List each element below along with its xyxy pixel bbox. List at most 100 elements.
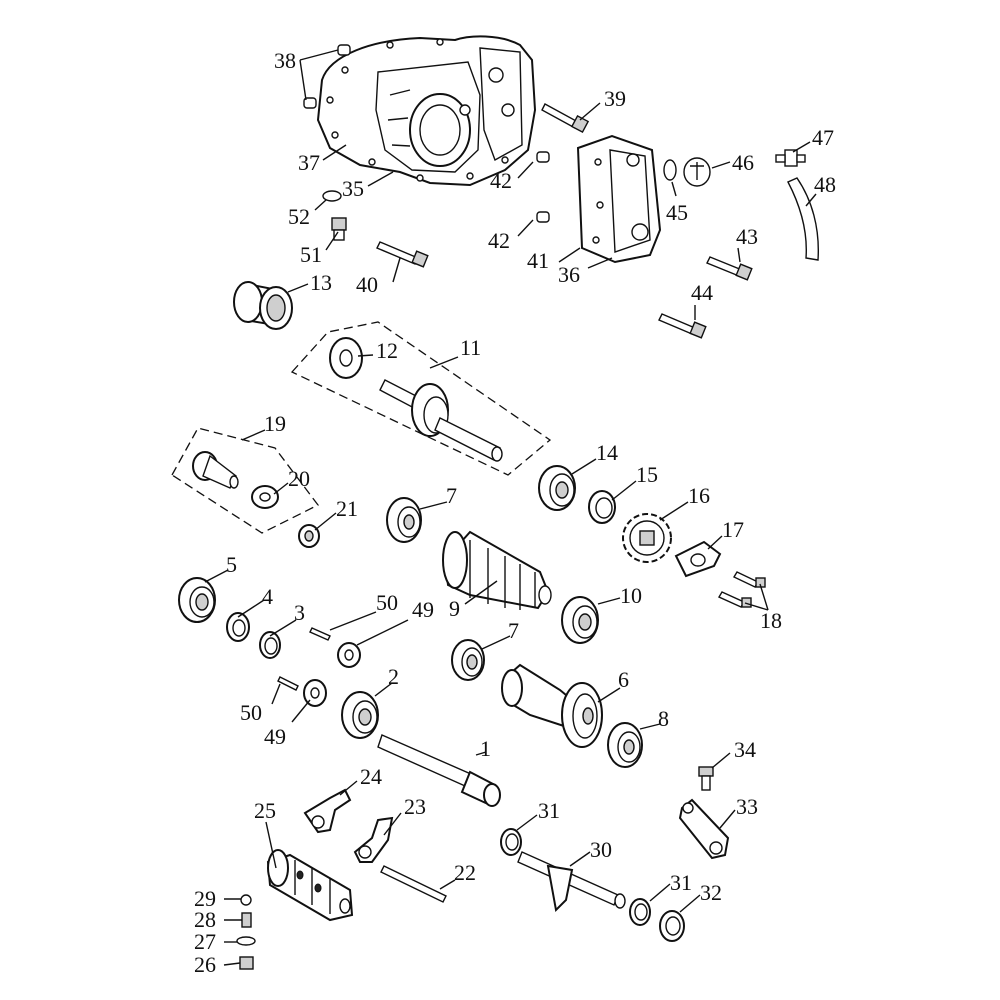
bearing-part-14 — [538, 465, 576, 511]
callout-9: 9 — [449, 596, 460, 621]
hose-part-48 — [787, 177, 820, 261]
bearing-part-7-upper — [386, 497, 422, 543]
pin-part-50-lower — [277, 676, 299, 691]
washer-part-49-lower — [303, 679, 327, 707]
bearing-part-10 — [561, 596, 599, 644]
callout-23: 23 — [404, 794, 426, 819]
callout-40: 40 — [356, 272, 378, 297]
callout-7-lower: 7 — [508, 618, 519, 643]
callout-12: 12 — [376, 338, 398, 363]
side-cover-part-36 — [576, 134, 662, 264]
leader-lines — [204, 49, 817, 966]
callout-24: 24 — [360, 764, 382, 789]
bushing-part-13 — [233, 281, 293, 330]
callout-4: 4 — [262, 584, 273, 609]
callout-38: 38 — [274, 48, 296, 73]
washer-part-20 — [251, 485, 279, 509]
washer-part-52 — [322, 190, 342, 202]
callout-37: 37 — [298, 150, 320, 175]
callout-20: 20 — [288, 466, 310, 491]
bearing-part-5 — [178, 577, 216, 623]
callout-32: 32 — [700, 880, 722, 905]
callout-15: 15 — [636, 462, 658, 487]
drain-bolt-part-51 — [331, 217, 347, 241]
callout-48: 48 — [814, 172, 836, 197]
bolt-part-43 — [706, 256, 753, 281]
callout-13: 13 — [310, 270, 332, 295]
callout-50-lower: 50 — [240, 700, 262, 725]
callout-49-lower: 49 — [264, 724, 286, 749]
seal-part-32 — [659, 910, 685, 942]
washer-part-49-upper — [337, 642, 361, 668]
gear-cluster-part-9 — [442, 530, 552, 610]
washer-part-12 — [329, 337, 363, 379]
shift-fork-part-24 — [303, 788, 352, 834]
seal-part-15 — [588, 490, 616, 524]
callout-2: 2 — [388, 664, 399, 689]
callout-10: 10 — [620, 583, 642, 608]
callout-26: 26 — [194, 952, 216, 977]
dowel-pins-part-38 — [303, 44, 351, 109]
callout-36: 36 — [558, 262, 580, 287]
callout-42-lower: 42 — [488, 228, 510, 253]
callout-17: 17 — [722, 517, 744, 542]
bolt-part-39 — [541, 103, 590, 134]
callout-28: 28 — [194, 907, 216, 932]
callout-33: 33 — [736, 794, 758, 819]
dowel-part-42-upper — [536, 151, 550, 163]
callout-31-lower: 31 — [670, 870, 692, 895]
sprocket-part-16 — [622, 513, 672, 563]
callout-labels: 1 2 3 4 5 6 7 7 8 9 10 11 12 13 14 15 16… — [194, 48, 836, 977]
callout-30: 30 — [590, 837, 612, 862]
callout-50-upper: 50 — [376, 590, 398, 615]
callout-41: 41 — [527, 248, 549, 273]
gear-shaft-part-6 — [501, 663, 603, 748]
group-outline-19 — [171, 427, 319, 534]
callout-45: 45 — [666, 200, 688, 225]
callout-16: 16 — [688, 483, 710, 508]
callout-1: 1 — [480, 736, 491, 761]
callout-34: 34 — [734, 737, 756, 762]
callout-5: 5 — [226, 552, 237, 577]
callout-43: 43 — [736, 224, 758, 249]
parts-drawing — [171, 35, 820, 970]
callout-3: 3 — [294, 600, 305, 625]
seal-part-4 — [226, 612, 250, 642]
clip-part-3 — [259, 631, 281, 659]
callout-25: 25 — [254, 798, 276, 823]
callout-7-upper: 7 — [446, 483, 457, 508]
callout-29: 29 — [194, 886, 216, 911]
callout-52: 52 — [288, 204, 310, 229]
callout-35: 35 — [342, 176, 364, 201]
pin-part-19 — [192, 451, 239, 489]
cap-part-46 — [683, 157, 711, 187]
arm-part-33 — [678, 798, 730, 860]
callout-8: 8 — [658, 706, 669, 731]
bearing-part-2 — [341, 691, 379, 739]
dowel-part-42-lower — [536, 211, 550, 223]
shift-shaft-part-30 — [517, 851, 626, 913]
washer-part-27 — [236, 936, 256, 946]
fitting-part-47 — [775, 149, 806, 167]
pin-part-50-upper — [309, 627, 331, 641]
shaft-rod-part-22 — [380, 865, 447, 903]
shift-fork-part-23 — [353, 816, 394, 863]
callout-19: 19 — [264, 411, 286, 436]
shift-drum-part-25 — [266, 849, 354, 922]
washer-part-45 — [663, 159, 677, 181]
callout-18: 18 — [760, 608, 782, 633]
bolts-part-18 — [717, 571, 766, 608]
callout-47: 47 — [812, 125, 834, 150]
group-outline-11 — [290, 321, 552, 476]
callout-49-upper: 49 — [412, 597, 434, 622]
callout-22: 22 — [454, 860, 476, 885]
bearing-part-7-lower — [451, 639, 485, 681]
callout-42-upper: 42 — [490, 168, 512, 193]
bolt-part-34 — [698, 766, 714, 791]
callout-11: 11 — [460, 335, 481, 360]
clip-part-31-lower — [629, 898, 651, 926]
ball-part-29 — [240, 894, 252, 906]
callout-21: 21 — [336, 496, 358, 521]
plug-part-26 — [239, 956, 254, 970]
